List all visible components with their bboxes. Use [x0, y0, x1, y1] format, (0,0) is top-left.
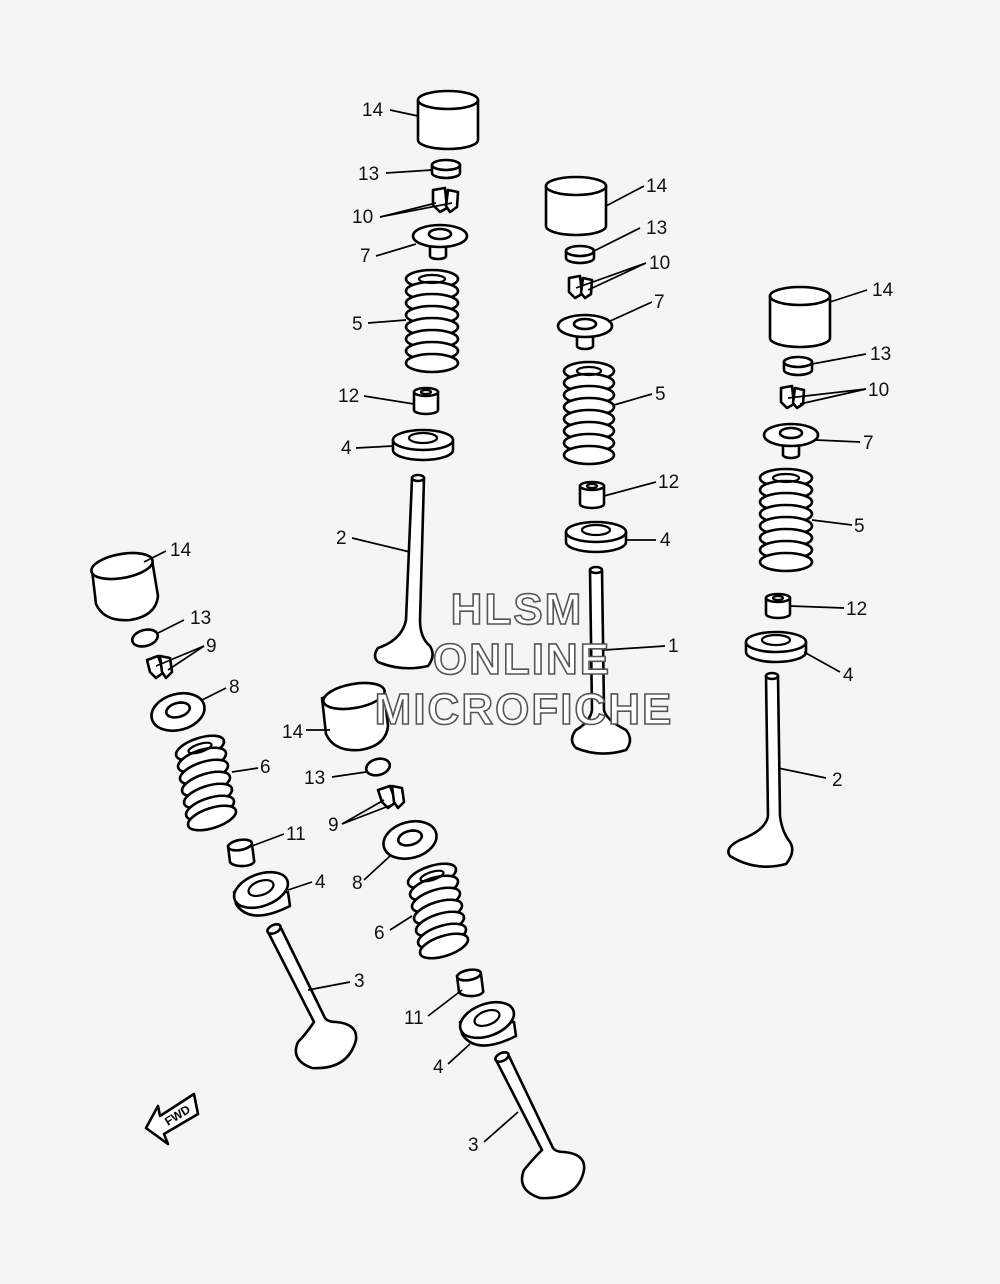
valve-spring-part — [406, 862, 470, 960]
spring-retainer-part — [556, 313, 614, 351]
valve-spring-part — [562, 360, 616, 466]
callout-spring-e: 6 — [374, 923, 385, 944]
spring-retainer-part — [411, 223, 469, 261]
assembly-e — [320, 681, 586, 1200]
callout-lifter-a: 14 — [362, 100, 384, 121]
callout-seal-a: 12 — [338, 386, 359, 407]
callout-spring-d: 6 — [260, 757, 271, 778]
callout-retainer-e: 8 — [352, 873, 363, 894]
adjusting-pad-part — [364, 757, 392, 777]
spring-retainer-part — [382, 819, 438, 861]
callout-lifter-b: 14 — [646, 176, 668, 197]
callout-valve-d: 3 — [354, 971, 365, 992]
callout-spring-c: 5 — [854, 516, 865, 537]
spring-seat-part — [391, 428, 455, 462]
valve-spring-part — [758, 467, 814, 573]
callout-seat-c: 4 — [843, 665, 854, 686]
callout-seal-b: 12 — [658, 472, 679, 493]
callout-seat-e: 4 — [433, 1057, 444, 1078]
exhaust-valve-part — [373, 473, 434, 670]
adjusting-pad-part — [782, 355, 814, 377]
callout-retainer-a: 7 — [360, 246, 371, 267]
valve-cotter-part — [376, 784, 406, 810]
callout-pad-e: 13 — [304, 768, 325, 789]
adjusting-pad-part — [564, 244, 596, 265]
callout-lifter-c: 14 — [872, 280, 894, 301]
callout-seat-b: 4 — [660, 530, 671, 551]
valve-spring-part — [174, 734, 238, 832]
forward-direction-arrow-icon: FWD — [144, 1092, 200, 1146]
assembly-a — [373, 89, 480, 670]
intake-valve-part — [494, 1051, 586, 1200]
valve-lifter-part — [544, 175, 608, 237]
valve-spring-part — [404, 268, 460, 374]
valve-cotter-part — [431, 186, 460, 214]
watermark-line-3: MICROFICHE — [375, 685, 674, 734]
callout-seat-d: 4 — [315, 872, 326, 893]
adjusting-pad-part — [130, 628, 160, 648]
valve-lifter-part — [768, 285, 832, 349]
callout-cotter-a: 10 — [352, 207, 373, 228]
callout-cotter-d: 9 — [206, 636, 217, 657]
callout-seat-a: 4 — [341, 438, 352, 459]
valve-stem-seal-part — [455, 968, 485, 998]
valve-cotter-part — [779, 384, 806, 410]
callout-valve-c: 2 — [832, 770, 843, 791]
callout-pad-c: 13 — [870, 344, 891, 365]
callout-valve-a: 2 — [336, 528, 347, 549]
callout-spring-b: 5 — [655, 384, 666, 405]
valve-stem-seal-part — [226, 838, 256, 868]
valve-cotter-part — [145, 654, 174, 680]
callout-retainer-c: 7 — [863, 433, 874, 454]
callout-numbers: 14 13 10 7 5 12 4 2 14 13 10 7 5 12 4 1 … — [170, 100, 894, 1156]
spring-retainer-part — [150, 691, 206, 733]
assembly-c — [727, 285, 832, 868]
spring-seat-part — [564, 520, 628, 554]
callout-seal-e: 11 — [404, 1008, 424, 1029]
callout-valve-b: 1 — [668, 636, 679, 657]
callout-pad-a: 13 — [358, 164, 379, 185]
watermark-line-2: ONLINE — [433, 635, 611, 684]
spring-retainer-part — [762, 422, 820, 460]
callout-lifter-e: 14 — [282, 722, 304, 743]
callout-cotter-c: 10 — [868, 380, 889, 401]
callout-pad-b: 13 — [646, 218, 667, 239]
watermark: HLSM ONLINE MICROFICHE — [374, 584, 674, 735]
callout-retainer-b: 7 — [654, 292, 665, 313]
assembly-d — [90, 551, 358, 1070]
callout-spring-a: 5 — [352, 314, 363, 335]
intake-valve-part — [266, 923, 358, 1070]
valve-lifter-part — [320, 681, 390, 752]
valve-cotter-part — [567, 274, 594, 300]
callout-cotter-e: 9 — [328, 815, 339, 836]
callout-valve-e: 3 — [468, 1135, 479, 1156]
callout-seal-c: 12 — [846, 599, 867, 620]
spring-seat-part — [458, 1000, 518, 1047]
leader-lines — [143, 109, 868, 1143]
adjusting-pad-part — [430, 158, 462, 180]
callout-pad-d: 13 — [190, 608, 211, 629]
spring-seat-part — [744, 630, 808, 664]
spring-seat-part — [232, 870, 292, 917]
watermark-line-1: HLSM — [451, 585, 584, 634]
callout-lifter-d: 14 — [170, 540, 192, 561]
callout-cotter-b: 10 — [649, 253, 670, 274]
exhaust-valve-part — [727, 671, 794, 868]
valve-lifter-part — [416, 89, 480, 151]
assembly-b — [544, 175, 632, 755]
intake-valve-part — [570, 565, 632, 755]
callout-seal-d: 11 — [286, 824, 306, 845]
valve-stem-seal-part — [412, 386, 440, 416]
valve-stem-seal-part — [578, 480, 606, 510]
callout-retainer-d: 8 — [229, 677, 240, 698]
valve-stem-seal-part — [764, 592, 792, 620]
valve-lifter-part — [90, 551, 160, 622]
